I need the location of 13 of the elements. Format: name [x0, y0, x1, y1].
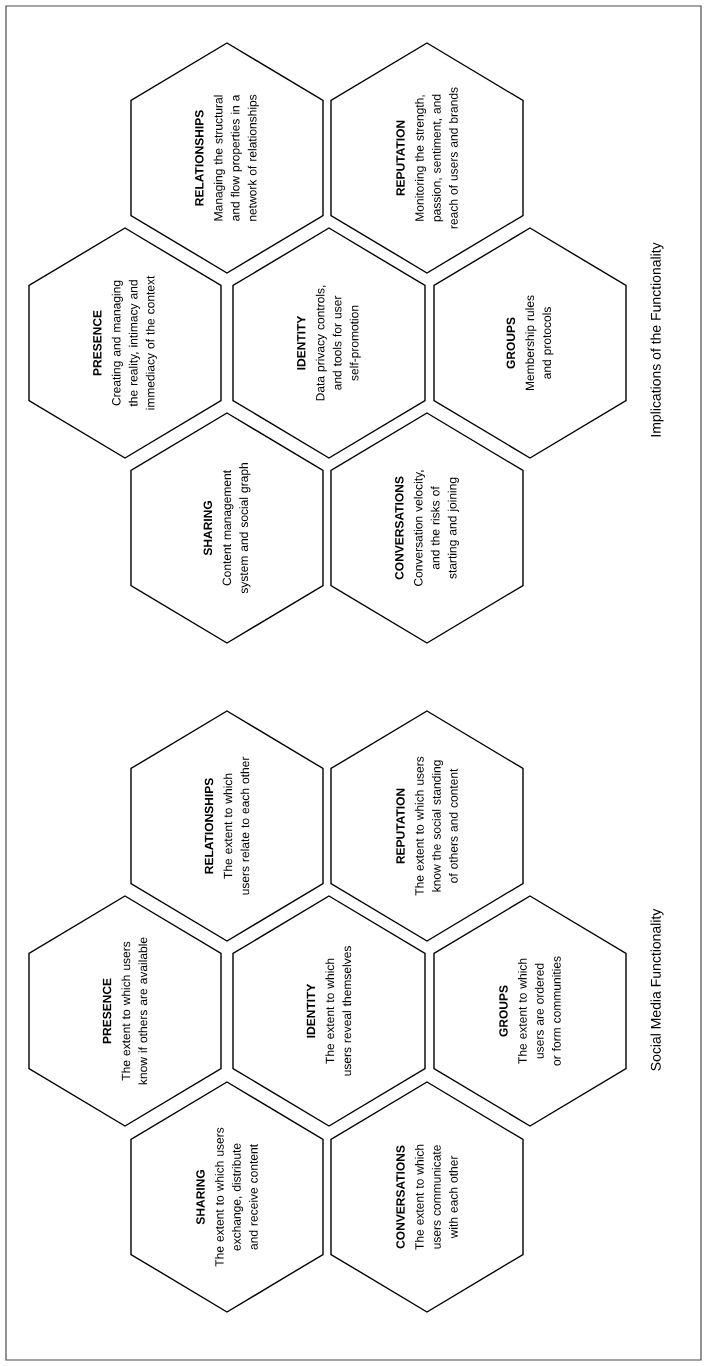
hexagon: REPUTATION Monitoring the strength, passion, sentiment, and reach of users and brands: [330, 42, 524, 274]
caption: Social Media Functionality: [650, 908, 664, 1071]
hexagon: PRESENCE The extent to which users know if others are available: [28, 895, 222, 1127]
hexagon: PRESENCE Creating and managing the reality, intimacy and immediacy of the context: [28, 227, 222, 459]
hexagon: IDENTITY The extent to which users reveal themselves: [232, 895, 426, 1127]
hexagon: CONVERSATIONS The extent to which users communicate with each other: [330, 1081, 524, 1313]
caption: Implications of the Functionality: [650, 242, 664, 437]
hexagon: SHARING Content management system and social graph: [130, 412, 324, 644]
hexagon: REPUTATION The extent to which users know the social standing of others and content: [330, 710, 524, 942]
hexagon: RELATIONSHIPS Managing the structural and flow properties in a network of relationships: [130, 42, 324, 274]
hexagon: GROUPS The extent to which users are ordered or form communities: [433, 895, 627, 1127]
hexagon: CONVERSATIONS Conversation velocity, and the risks of starting and joining: [330, 412, 524, 644]
hexagon: IDENTITY Data privacy controls, and tools for user self-promotion: [232, 227, 426, 459]
